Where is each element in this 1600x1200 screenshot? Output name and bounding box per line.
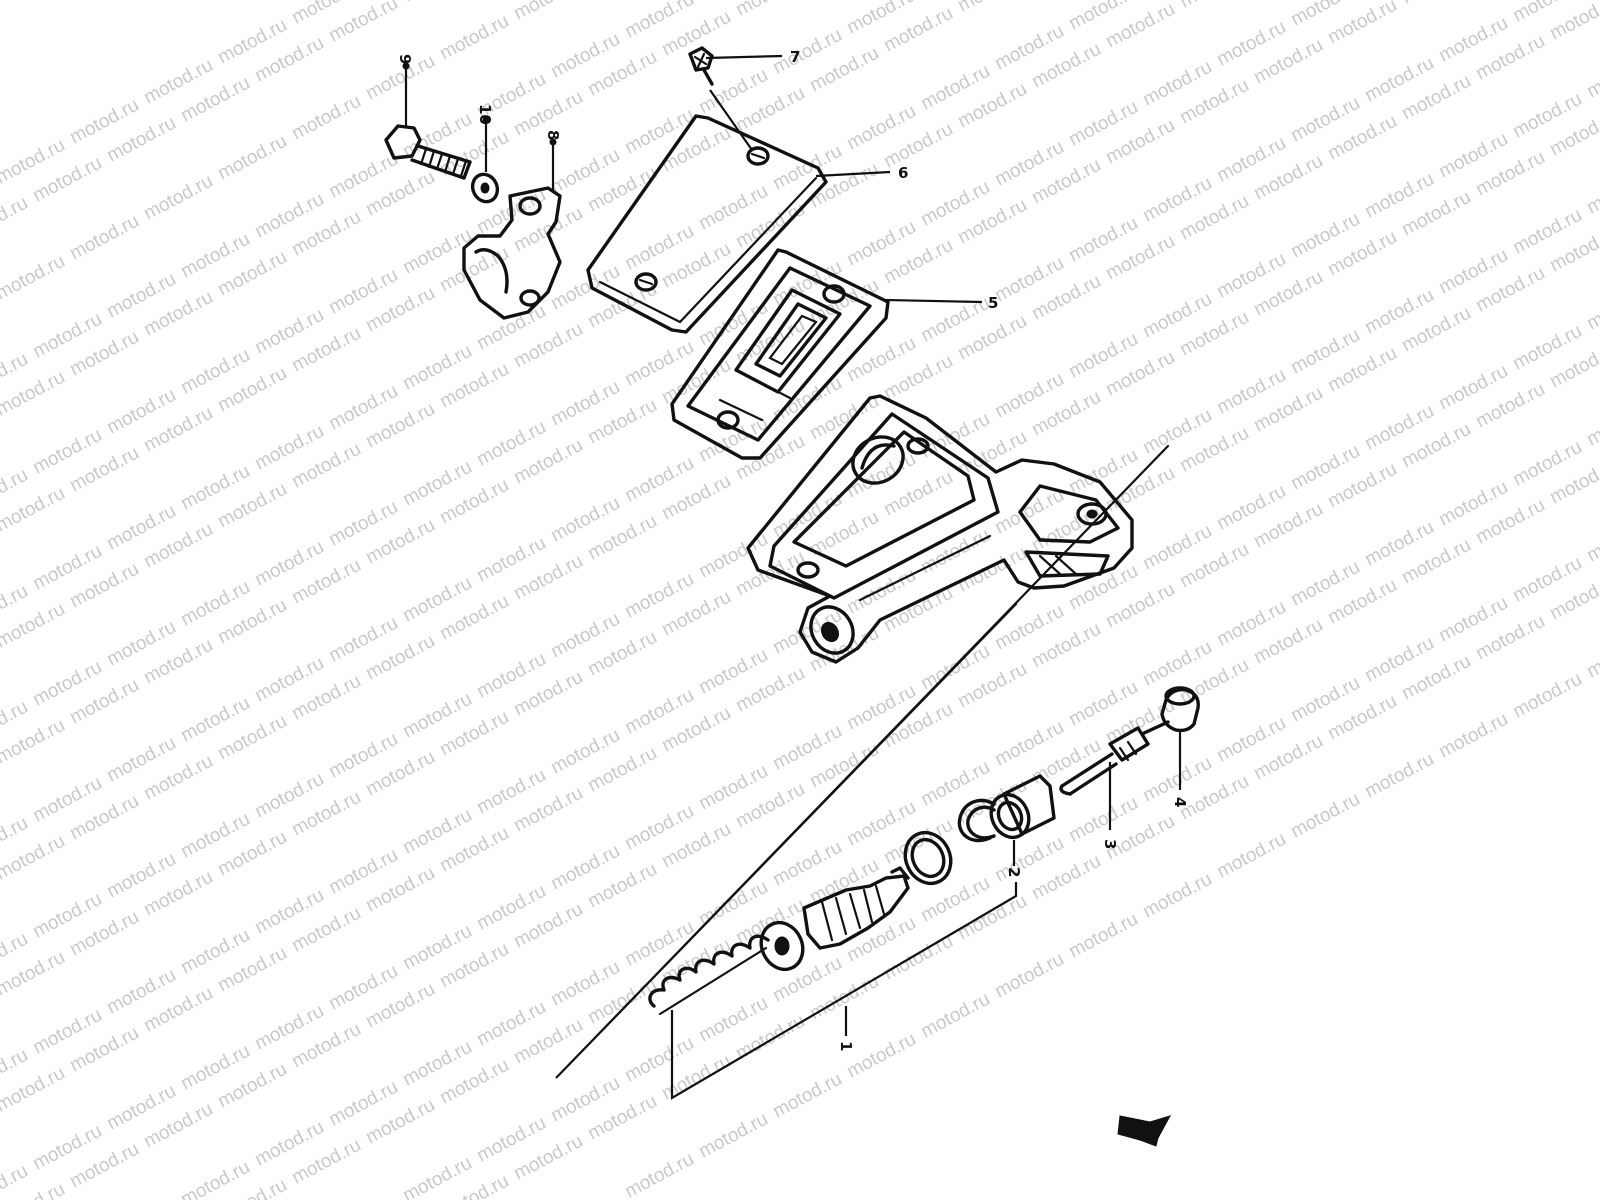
part-5-diaphragm-plate xyxy=(670,248,890,460)
watermark-text: motod.ru xyxy=(0,193,32,247)
watermark-text: motod.ru xyxy=(621,1149,697,1200)
callout-9: 9 xyxy=(396,54,414,64)
watermark-text: motod.ru xyxy=(1435,709,1511,763)
watermark-text: motod.ru xyxy=(1287,789,1363,843)
watermark-text: motod.ru xyxy=(66,211,142,265)
watermark-text: motod.ru xyxy=(1583,49,1600,103)
watermark-text: motod.ru xyxy=(1139,869,1215,923)
watermark-text: motod.ru xyxy=(732,0,808,20)
callout-7: 7 xyxy=(790,48,800,66)
watermark-text: motod.ru xyxy=(436,11,512,65)
callout-labels: 7 6 5 9 10 8 4 3 2 1 xyxy=(396,48,1189,1051)
watermark-text: motod.ru xyxy=(1213,829,1289,883)
part-3-push-rod xyxy=(1059,720,1170,796)
watermark-text: motod.ru xyxy=(917,989,993,1043)
watermark-text: motod.ru xyxy=(1398,0,1474,8)
callout-4: 4 xyxy=(1171,797,1189,807)
watermark-text: motod.ru xyxy=(288,91,364,145)
master-cylinder-body xyxy=(746,394,1134,664)
watermark-text: motod.ru xyxy=(695,1109,771,1163)
part-2-boot-circlip xyxy=(957,774,1056,843)
watermark-text: motod.ru xyxy=(1583,513,1600,567)
watermark-text: motod.ru xyxy=(1361,749,1437,803)
watermark-text: motod.ru xyxy=(0,1161,32,1200)
callout-8: 8 xyxy=(544,130,562,140)
part-8-clamp-bracket xyxy=(462,186,562,320)
watermark-text: motod.ru xyxy=(1583,397,1600,451)
watermark-text: motod.ru xyxy=(399,0,475,6)
callout-10: 10 xyxy=(476,104,494,125)
callout-1: 1 xyxy=(837,1041,855,1051)
callout-6: 6 xyxy=(898,164,908,182)
exploded-view-guide-lines xyxy=(555,444,1170,1079)
part-7-screw xyxy=(688,46,714,86)
part-6-reservoir-cap xyxy=(586,114,828,334)
watermark-text: motod.ru xyxy=(769,1069,845,1123)
direction-arrow-icon xyxy=(1117,1115,1172,1147)
watermark-text: motod.ru xyxy=(991,949,1067,1003)
watermark-text: motod.ru xyxy=(1583,165,1600,219)
watermark-text: motod.ru xyxy=(1509,669,1585,723)
watermark-text: motod.ru xyxy=(1176,0,1252,12)
part-4-cap xyxy=(1160,686,1200,733)
callout-leaders xyxy=(402,54,1182,1100)
watermark-text: motod.ru xyxy=(0,251,69,305)
watermark-text: motod.ru xyxy=(510,0,586,24)
watermark-text: motod.ru xyxy=(1583,629,1600,683)
part-9-bolt xyxy=(384,124,472,180)
watermark-text: motod.ru xyxy=(140,171,216,225)
watermark-text: motod.ru xyxy=(1065,909,1141,963)
watermark-text: motod.ru xyxy=(214,131,290,185)
callout-3: 3 xyxy=(1101,839,1119,849)
callout-2: 2 xyxy=(1005,867,1023,877)
watermark-text: motod.ru xyxy=(1583,281,1600,335)
watermark-text: motod.ru xyxy=(843,1029,919,1083)
watermark-text: motod.ru xyxy=(177,1157,253,1200)
callout-5: 5 xyxy=(988,294,998,312)
part-10-washer xyxy=(470,172,500,204)
part-1-piston-assembly xyxy=(648,830,953,1016)
watermark-text: motod.ru xyxy=(954,0,1030,16)
